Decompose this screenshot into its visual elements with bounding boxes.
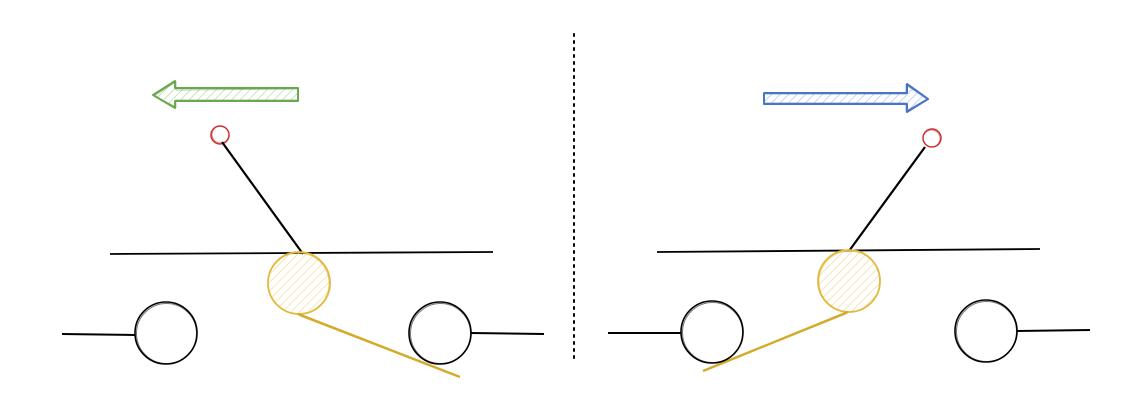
- left-wheel: [608, 300, 744, 364]
- arrow-left-icon: [152, 80, 299, 109]
- pendulum-rod: [848, 146, 926, 252]
- pendulum-bob: [922, 128, 942, 148]
- left-wheel: [61, 301, 198, 365]
- belt-line: [702, 310, 849, 373]
- belt-line: [297, 312, 461, 379]
- pivot-wheel: [267, 251, 331, 315]
- right-wheel: [954, 299, 1091, 363]
- right-panel: [608, 83, 1091, 373]
- left-panel: [61, 80, 545, 379]
- right-wheel: [408, 301, 545, 365]
- pendulum-rod: [221, 141, 304, 255]
- pivot-wheel: [817, 249, 881, 313]
- arrow-right-icon: [763, 83, 929, 113]
- pendulum-bob: [210, 125, 230, 145]
